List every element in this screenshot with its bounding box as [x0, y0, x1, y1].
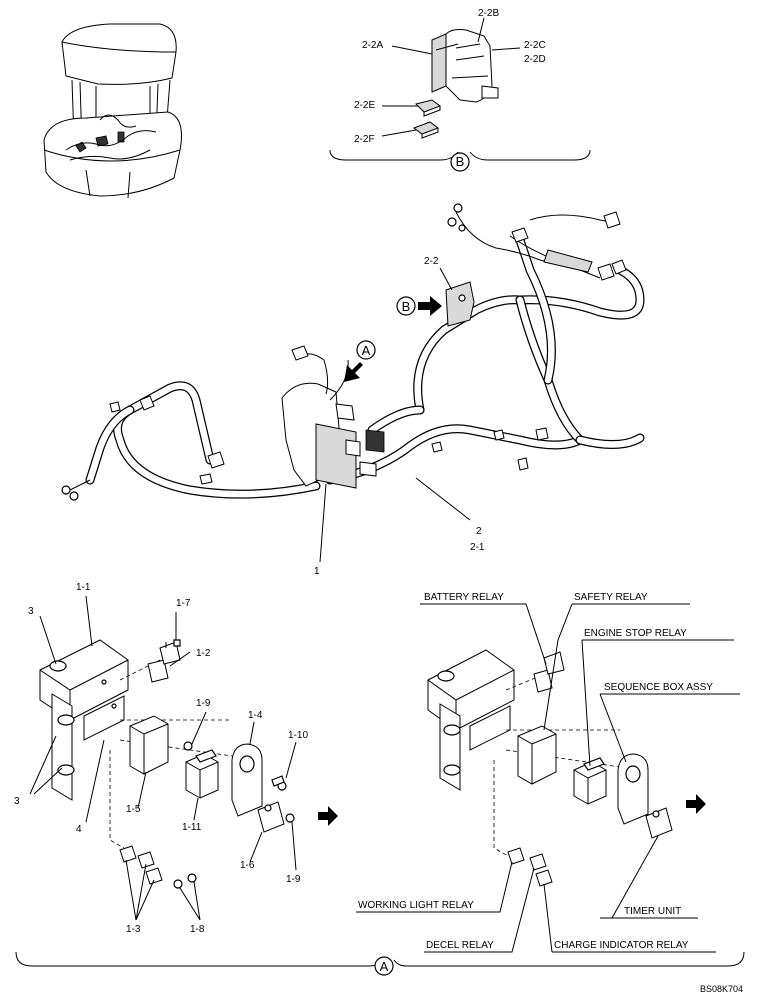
- harness-a-label: A: [362, 343, 371, 358]
- callout-1-3: 1-3: [126, 924, 141, 935]
- detail-b-group: B 2-2A 2-2B 2-2C 2-2D 2-2E 2-2F: [329, 8, 591, 172]
- timer-unit-label: TIMER UNIT: [624, 906, 681, 917]
- callout-1-11: 1-11: [182, 822, 202, 833]
- view-b-label: B: [456, 154, 465, 169]
- callout-1-7: 1-7: [176, 598, 191, 609]
- callout-1-2: 1-2: [196, 648, 211, 659]
- callout-1-4: 1-4: [248, 710, 263, 721]
- callout-4: 4: [76, 824, 82, 835]
- callout-2-2: 2-2: [424, 256, 439, 267]
- callout-3-lower: 3: [14, 796, 20, 807]
- callout-2-2E: 2-2E: [354, 100, 375, 111]
- callout-2-2D: 2-2D: [524, 54, 546, 65]
- callout-2-2F: 2-2F: [354, 134, 375, 145]
- callout-2-2B: 2-2B: [478, 8, 499, 19]
- detail-a-bracket: A: [15, 951, 745, 976]
- battery-relay-label: BATTERY RELAY: [424, 592, 504, 603]
- safety-relay-label: SAFETY RELAY: [574, 592, 648, 603]
- relay-location-view: BATTERY RELAY SAFETY RELAY ENGINE STOP R…: [356, 592, 740, 953]
- callout-1-8: 1-8: [190, 924, 205, 935]
- main-wiring-harness: B A 2-2 2 2-1 1: [61, 203, 645, 577]
- callout-1-1: 1-1: [76, 582, 91, 593]
- decel-relay-label: DECEL RELAY: [426, 940, 494, 951]
- callout-1-10: 1-10: [288, 730, 308, 741]
- charge-indicator-relay-label: CHARGE INDICATOR RELAY: [554, 940, 689, 951]
- callout-2-1: 2-1: [470, 542, 485, 553]
- callout-1-6: 1-6: [240, 860, 255, 871]
- machine-overview-illustration: [43, 23, 182, 199]
- sequence-box-assy-label: SEQUENCE BOX ASSY: [604, 682, 713, 693]
- view-a-label: A: [380, 959, 389, 974]
- drawing-code: BS08K704: [700, 984, 743, 994]
- harness-b-label: B: [402, 299, 411, 314]
- callout-1-5: 1-5: [126, 804, 141, 815]
- callout-1: 1: [314, 566, 320, 577]
- callout-1-9-lower: 1-9: [286, 874, 301, 885]
- engine-stop-relay-label: ENGINE STOP RELAY: [584, 628, 687, 639]
- callout-1-9-upper: 1-9: [196, 698, 211, 709]
- working-light-relay-label: WORKING LIGHT RELAY: [358, 900, 474, 911]
- exploded-parts-view: 3 3 4 1-1 1-7 1-2 1-9 1-4 1-10 1-5 1-11 …: [14, 582, 338, 935]
- callout-2: 2: [476, 526, 482, 537]
- callout-2-2C: 2-2C: [524, 40, 546, 51]
- callout-2-2A: 2-2A: [362, 40, 383, 51]
- callout-3-upper: 3: [28, 606, 34, 617]
